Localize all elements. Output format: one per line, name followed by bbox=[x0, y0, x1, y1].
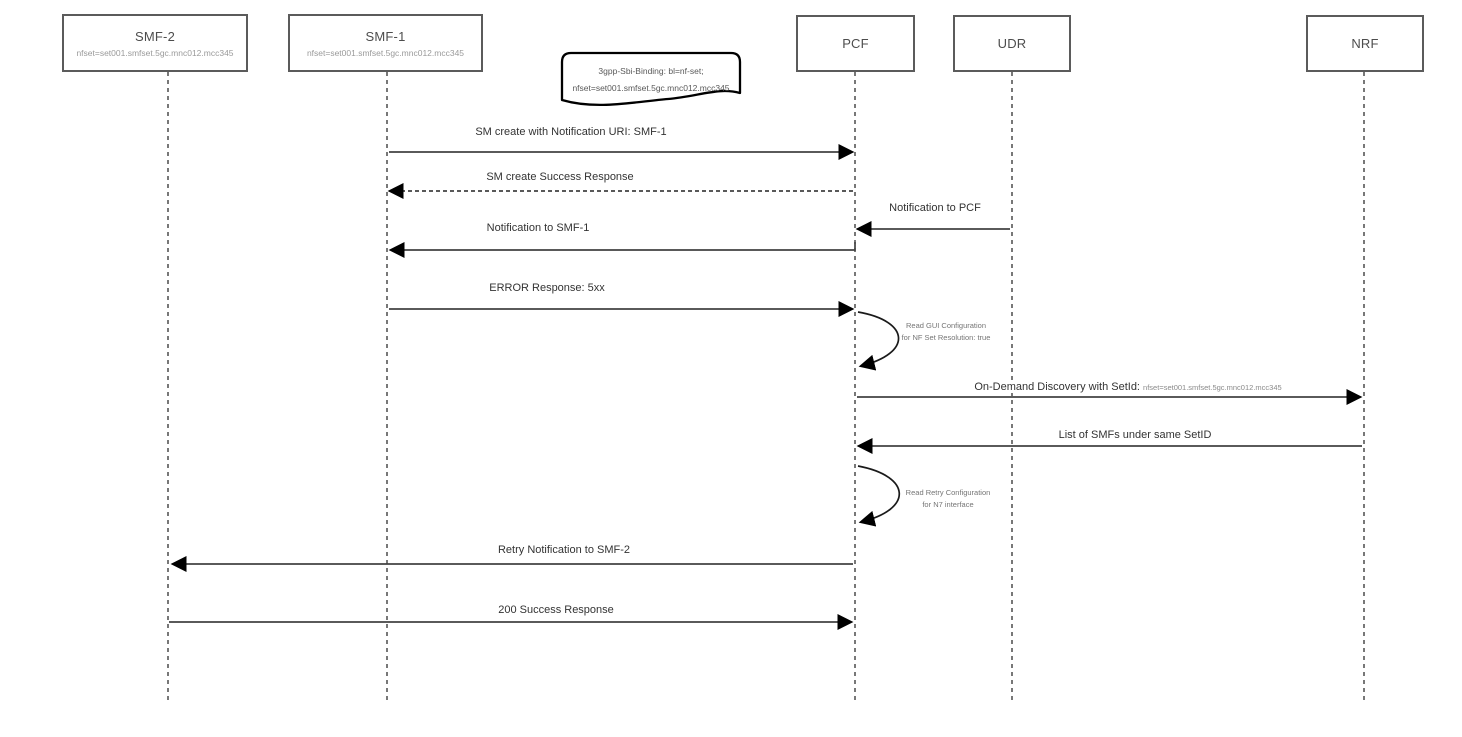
message-label-200-success: 200 Success Response bbox=[496, 604, 616, 616]
actor-smf-2-name: SMF-2 bbox=[135, 28, 175, 44]
arrow-self-loop-gui-config bbox=[857, 311, 900, 371]
on-demand-discovery-detail: nfset=set001.smfset.5gc.mnc012.mcc345 bbox=[1143, 383, 1282, 392]
actor-smf-2: SMF-2 nfset=set001.smfset.5gc.mnc012.mcc… bbox=[62, 14, 248, 72]
message-label-on-demand-discovery: On-Demand Discovery with SetId: nfset=se… bbox=[972, 381, 1284, 393]
message-label-sm-create-success: SM create Success Response bbox=[484, 171, 636, 183]
message-label-sm-create: SM create with Notification URI: SMF-1 bbox=[473, 126, 669, 138]
actor-smf-1-subtitle: nfset=set001.smfset.5gc.mnc012.mcc345 bbox=[306, 47, 465, 58]
message-label-retry-notification: Retry Notification to SMF-2 bbox=[495, 544, 633, 556]
arrow-self-loop-retry-config bbox=[857, 465, 901, 527]
note-sbi-binding: 3gpp-Sbi-Binding: bl=nf-set; nfset=set00… bbox=[562, 63, 740, 97]
self-message-retry-config: Read Retry Configuration for N7 interfac… bbox=[906, 487, 991, 511]
message-label-list-of-smfs: List of SMFs under same SetID bbox=[1056, 429, 1214, 441]
arrow-notification-to-smf1 bbox=[388, 241, 856, 259]
note-line-2: nfset=set001.smfset.5gc.mnc012.mcc345 bbox=[572, 83, 730, 93]
actor-smf-2-subtitle: nfset=set001.smfset.5gc.mnc012.mcc345 bbox=[76, 47, 234, 58]
self-message-gui-config-line1: Read GUI Configuration bbox=[905, 321, 987, 330]
note-shape bbox=[560, 51, 742, 107]
on-demand-discovery-main: On-Demand Discovery with SetId: bbox=[974, 381, 1140, 393]
self-message-retry-config-line1: Read Retry Configuration bbox=[905, 488, 991, 497]
actor-smf-1: SMF-1 nfset=set001.smfset.5gc.mnc012.mcc… bbox=[288, 14, 483, 72]
self-message-gui-config-line2: for NF Set Resolution: true bbox=[901, 333, 991, 342]
actor-pcf-name: PCF bbox=[842, 36, 869, 51]
self-message-retry-config-line2: for N7 interface bbox=[922, 500, 974, 509]
message-label-error-response: ERROR Response: 5xx bbox=[487, 282, 607, 294]
actor-smf-1-name: SMF-1 bbox=[365, 28, 406, 44]
note-line-1: 3gpp-Sbi-Binding: bl=nf-set; bbox=[598, 66, 704, 76]
actor-udr: UDR bbox=[953, 15, 1071, 72]
actor-udr-name: UDR bbox=[997, 36, 1027, 51]
message-label-notification-to-pcf: Notification to PCF bbox=[887, 202, 983, 214]
self-message-gui-config: Read GUI Configuration for NF Set Resolu… bbox=[902, 320, 991, 344]
message-label-notification-to-smf1: Notification to SMF-1 bbox=[484, 222, 592, 234]
actor-nrf-name: NRF bbox=[1351, 36, 1379, 51]
actor-pcf: PCF bbox=[796, 15, 915, 72]
actor-nrf: NRF bbox=[1306, 15, 1424, 72]
